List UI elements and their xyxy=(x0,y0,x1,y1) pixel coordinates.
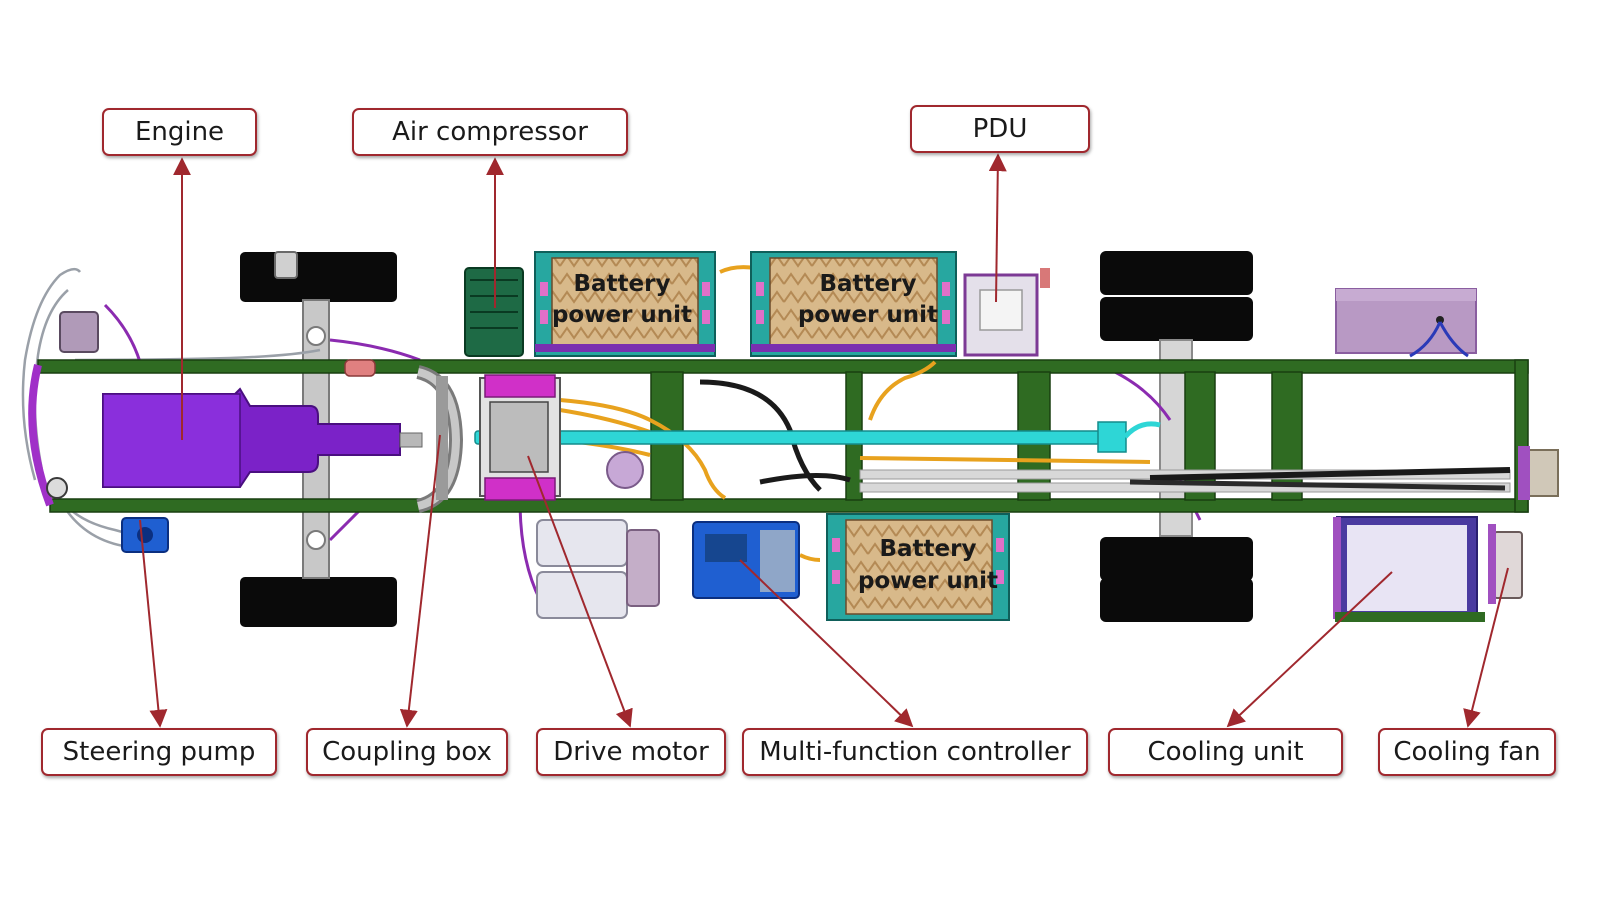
label-coupling-box: Coupling box xyxy=(306,728,508,776)
leader-cooling-fan xyxy=(1463,567,1509,728)
wheel-rear-top-2 xyxy=(1100,297,1253,341)
purple-tank xyxy=(1335,288,1477,358)
steering-pump xyxy=(121,517,169,553)
label-cooling-unit: Cooling unit xyxy=(1108,728,1343,776)
leader-cooling-unit xyxy=(1226,571,1393,728)
cooling-fan xyxy=(1488,524,1523,604)
battery-unit-3 xyxy=(826,513,1010,621)
label-multi-function-controller: Multi-function controller xyxy=(742,728,1088,776)
battery-unit-1 xyxy=(534,251,716,357)
leader-coupling-box xyxy=(399,434,441,728)
label-drive-motor: Drive motor xyxy=(536,728,726,776)
pdu-unit xyxy=(963,268,1050,357)
engine-accessory xyxy=(46,311,376,499)
battery-unit-3-label-line2: power unit xyxy=(858,568,998,594)
cross-member-5 xyxy=(1271,371,1303,501)
multi-function-controller xyxy=(692,521,800,599)
leader-pdu xyxy=(988,153,1007,303)
leader-lines xyxy=(139,153,1509,728)
battery-unit-2-label-line2: power unit xyxy=(798,302,938,328)
wheel-front-top xyxy=(240,252,397,302)
rear-pipes xyxy=(699,379,1559,500)
label-air-compressor: Air compressor xyxy=(352,108,628,156)
battery-unit-1-label-line2: power unit xyxy=(552,302,692,328)
wheel-front-bottom xyxy=(240,577,397,627)
leader-drive-motor xyxy=(527,455,633,728)
frame-rail-top xyxy=(37,359,1529,374)
air-tanks xyxy=(536,519,660,619)
frame-rail-bottom xyxy=(49,498,1529,513)
label-cooling-fan: Cooling fan xyxy=(1378,728,1556,776)
wheel-rear-top-1 xyxy=(1100,251,1253,295)
engine xyxy=(102,387,423,488)
battery-unit-1-label-line1: Battery xyxy=(574,271,671,297)
label-engine: Engine xyxy=(102,108,257,156)
drive-motor xyxy=(479,374,644,501)
cooling-unit xyxy=(1333,516,1485,622)
battery-unit-2-label-line1: Battery xyxy=(820,271,917,297)
coupling-box xyxy=(416,365,464,513)
wheel-rear-bottom-2 xyxy=(1100,578,1253,622)
driveshaft xyxy=(474,421,1161,453)
leader-multi-function-controller xyxy=(739,559,914,728)
wheel-rear-bottom-1 xyxy=(1100,537,1253,581)
label-pdu: PDU xyxy=(910,105,1090,153)
battery-unit-3-label-line1: Battery xyxy=(880,536,977,562)
leader-steering-pump xyxy=(139,519,168,728)
label-steering-pump: Steering pump xyxy=(41,728,277,776)
battery-unit-2 xyxy=(750,251,957,357)
wheels xyxy=(240,251,1253,627)
